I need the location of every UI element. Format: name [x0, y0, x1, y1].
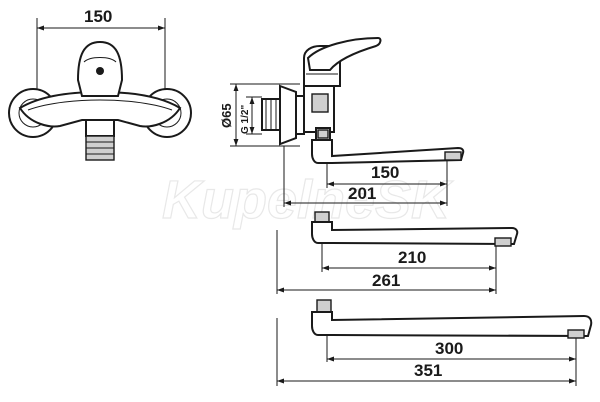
spout-300-total: 351 — [414, 361, 442, 380]
spout-150: 150 201 — [283, 139, 465, 207]
temperature-indicator — [96, 67, 104, 75]
spout-300: 300 351 — [276, 299, 593, 386]
spout-210-total: 261 — [372, 271, 400, 290]
spout-210-reach: 210 — [398, 248, 426, 267]
front-view: 150 — [8, 7, 192, 161]
watermark: KupelneSK — [162, 170, 454, 230]
front-outlet — [85, 119, 115, 137]
side-view: Ø65 G 1/2" — [219, 36, 382, 147]
spout-150-total: 201 — [348, 184, 376, 203]
thread-label: G 1/2" — [240, 105, 251, 134]
front-width-dimension: 150 — [84, 7, 112, 26]
rosette-diameter-label: Ø65 — [219, 103, 234, 128]
side-lever — [306, 36, 382, 71]
spout-210: 210 261 — [276, 211, 519, 294]
mixer-body — [18, 90, 182, 128]
spout-300-reach: 300 — [435, 339, 463, 358]
spout-150-reach: 150 — [371, 163, 399, 182]
